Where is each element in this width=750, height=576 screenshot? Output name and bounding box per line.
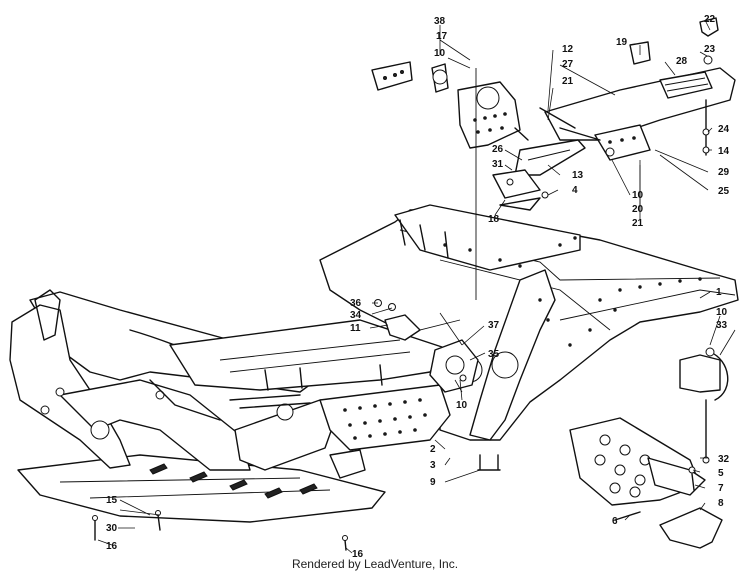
- callout-35: 35: [488, 349, 500, 360]
- callout-11: 11: [350, 323, 361, 334]
- callout-37: 37: [488, 320, 500, 331]
- callout-13: 13: [572, 170, 584, 181]
- callout-12: 12: [562, 44, 574, 55]
- brake-guard: [569, 347, 729, 549]
- callout-1: 1: [716, 287, 722, 298]
- callout-30: 30: [106, 523, 118, 534]
- callout-19: 19: [616, 37, 628, 48]
- dash-console: [539, 17, 736, 161]
- callout-26: 26: [492, 144, 504, 155]
- callout-2: 2: [430, 444, 436, 455]
- callout-14: 14: [718, 146, 730, 157]
- callout-25: 25: [718, 186, 730, 197]
- callout-4: 4: [572, 185, 578, 196]
- callout-6: 6: [612, 516, 618, 527]
- center-frame: [169, 319, 451, 479]
- callout-32: 32: [718, 454, 730, 465]
- callout-10: 10: [434, 48, 446, 59]
- callout-16: 16: [106, 541, 118, 552]
- callout-8: 8: [718, 498, 724, 509]
- callout-5: 5: [718, 468, 724, 479]
- callout-17: 17: [436, 31, 448, 42]
- callout-20: 20: [632, 204, 644, 215]
- callout-23: 23: [704, 44, 716, 55]
- side-bracket: [374, 299, 479, 393]
- callout-9: 9: [430, 477, 436, 488]
- callout-36: 36: [350, 298, 362, 309]
- callout-7: 7: [718, 483, 724, 494]
- steering-bracket: [371, 61, 521, 300]
- mid-bracket: [492, 127, 586, 211]
- callout-29: 29: [718, 167, 730, 178]
- callout-21b: 21: [632, 218, 644, 229]
- callout-layer: 38 17 10 12 27 21 19 22 23 28 26 31 13 4…: [97, 14, 736, 560]
- callout-16b: 16: [352, 549, 364, 560]
- callout-22: 22: [704, 14, 716, 25]
- callout-15: 15: [106, 495, 118, 506]
- callout-28: 28: [676, 56, 688, 67]
- skid-pan: [17, 454, 386, 523]
- callout-38: 38: [434, 16, 446, 27]
- caption: Rendered by LeadVenture, Inc.: [291, 557, 459, 571]
- callout-10c: 10: [456, 400, 468, 411]
- callout-34: 34: [350, 310, 362, 321]
- callout-21: 21: [562, 76, 574, 87]
- callout-18: 18: [488, 214, 500, 225]
- callout-33: 33: [716, 320, 728, 331]
- callout-31: 31: [492, 159, 504, 170]
- callout-24: 24: [718, 124, 730, 135]
- hardware: [92, 454, 501, 551]
- callout-10d: 10: [716, 307, 728, 318]
- callout-3: 3: [430, 460, 436, 471]
- callout-27: 27: [562, 59, 574, 70]
- callout-10b: 10: [632, 190, 644, 201]
